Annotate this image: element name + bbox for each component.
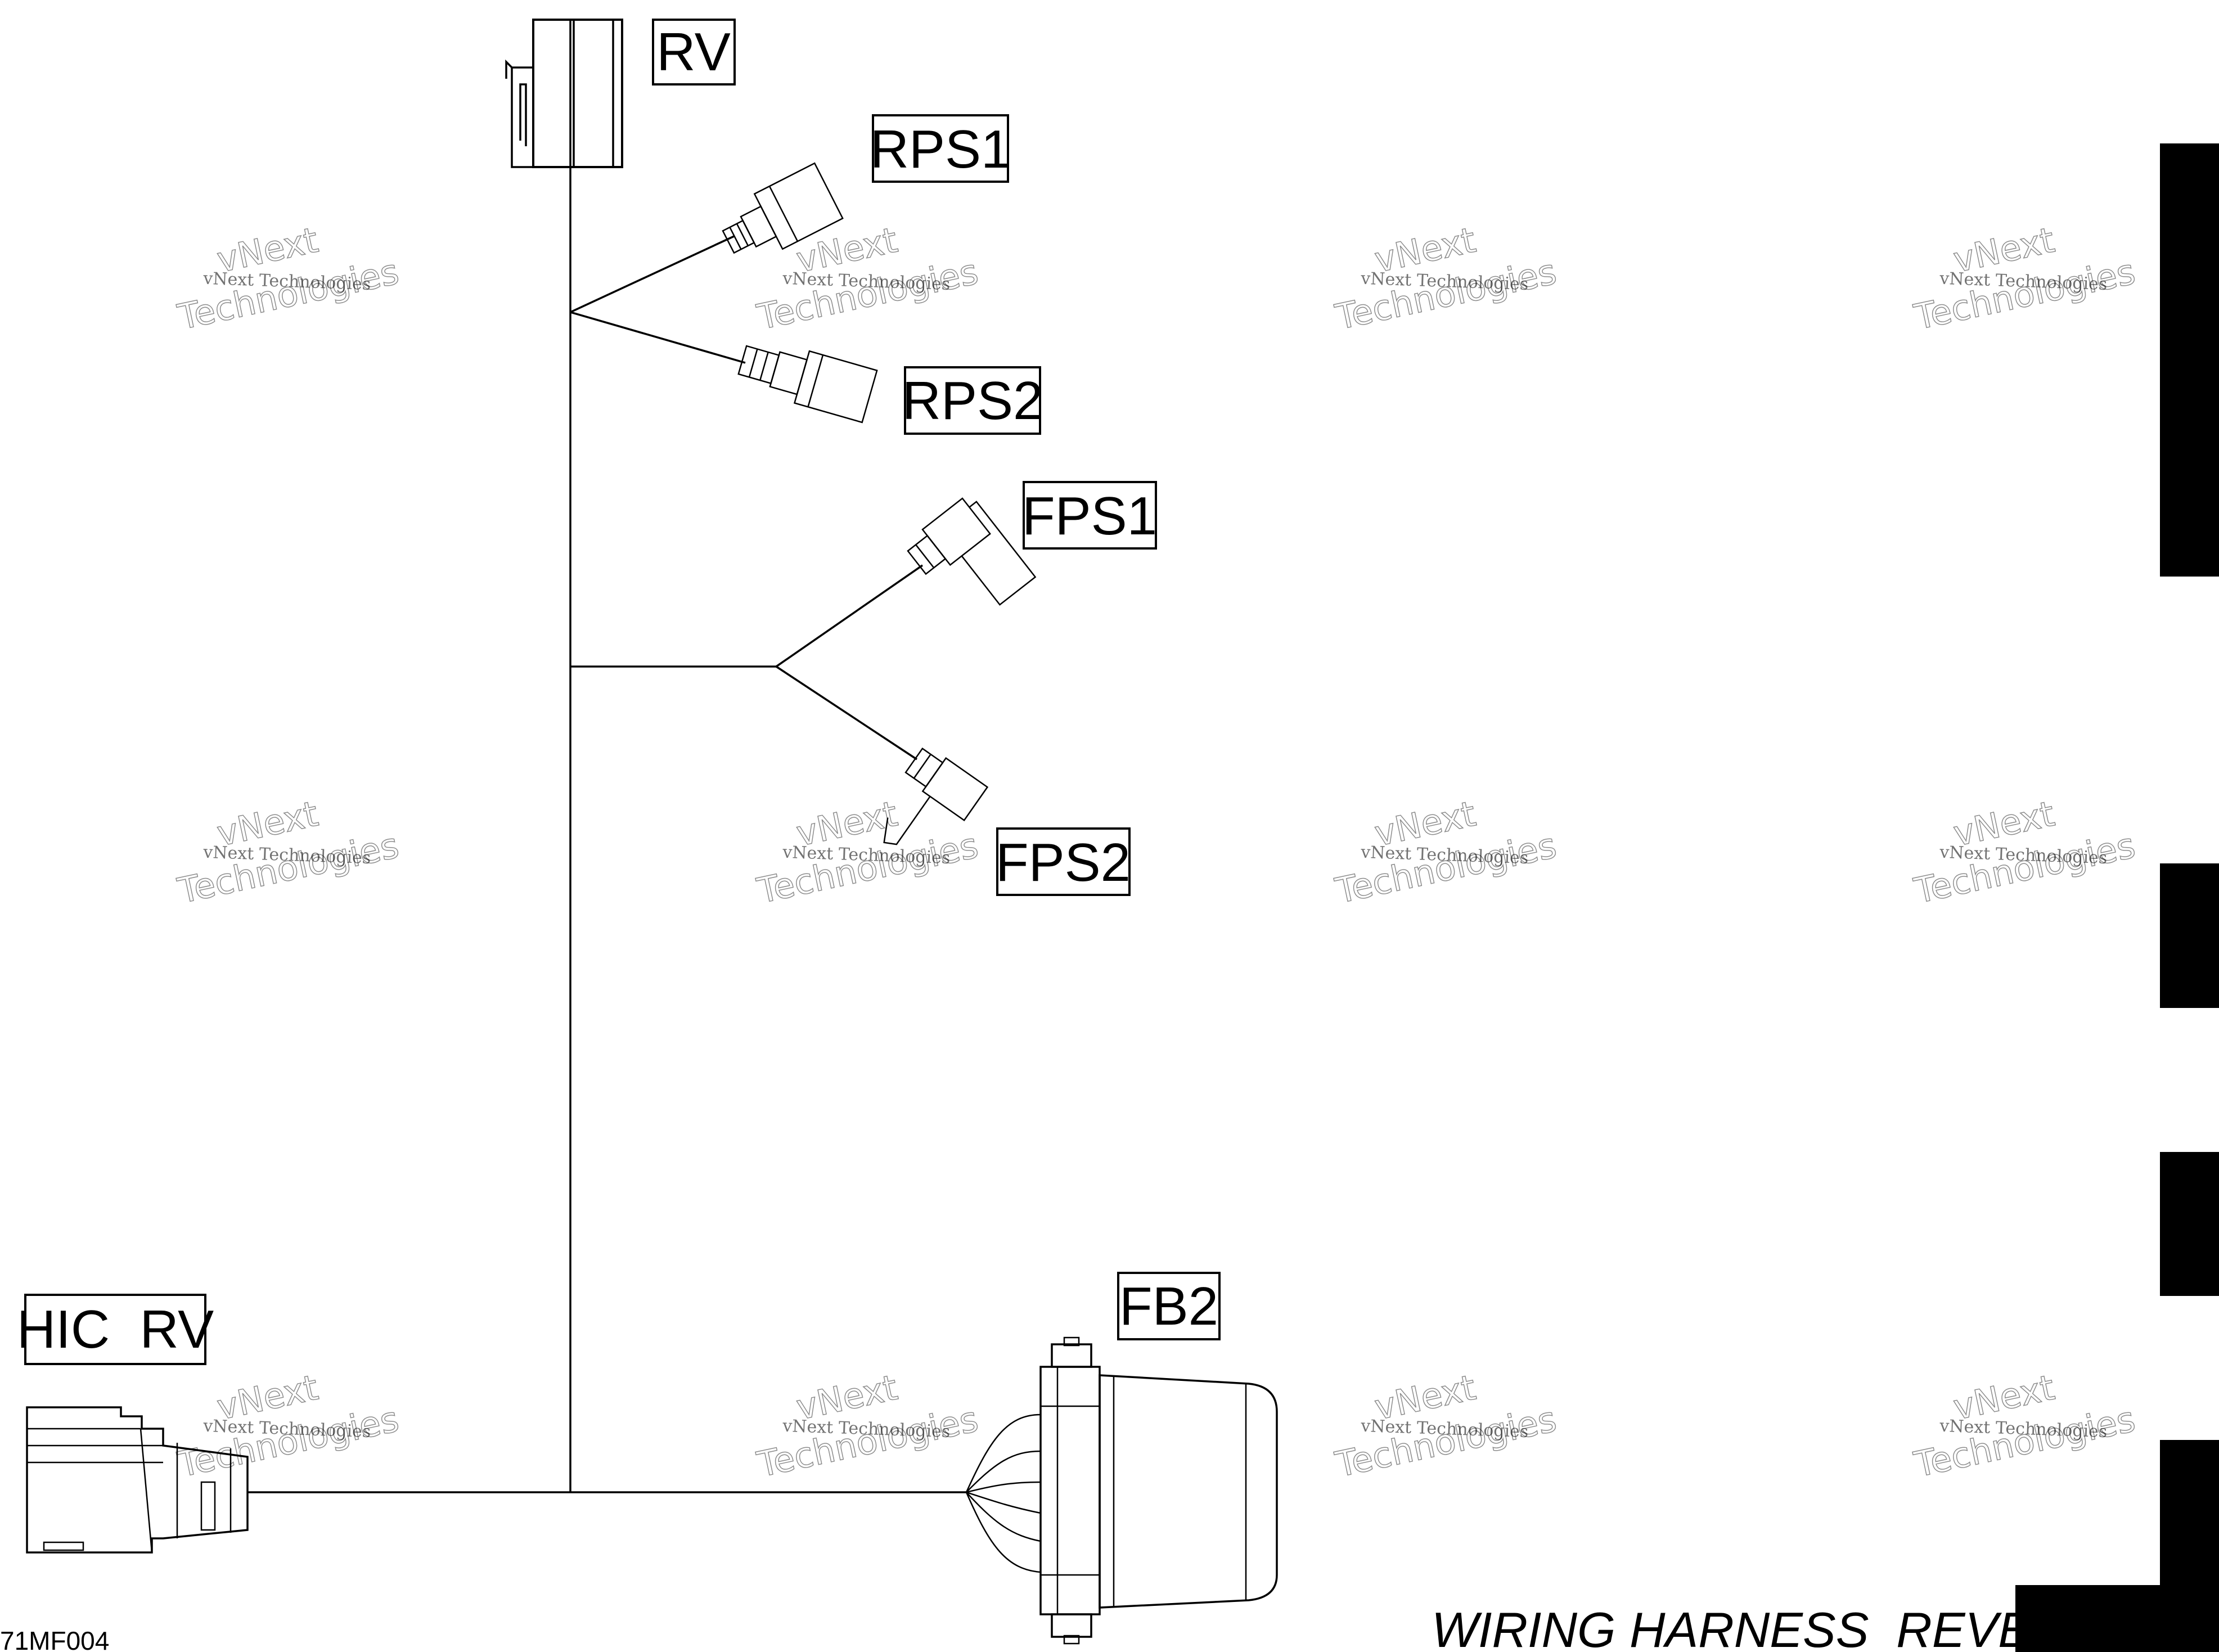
fb2-label: FB2 [1119, 1276, 1218, 1336]
rps1-label-box: RPS1 [870, 114, 1011, 183]
rps2-label-box: RPS2 [902, 366, 1043, 435]
hic-rv-connector [26, 1406, 249, 1554]
fb2-label-box: FB2 [1117, 1272, 1221, 1340]
fps1-label: FPS1 [1022, 486, 1157, 546]
rv-label-box: RV [652, 19, 736, 85]
drawing-code: 71MF004 [0, 1626, 109, 1652]
hic-rv-label: HIC RV [17, 1299, 214, 1360]
rv-label: RV [656, 22, 731, 82]
rps1-label: RPS1 [870, 119, 1011, 179]
fps-branch: FPS1 FPS2 [776, 481, 1157, 896]
rps-branch: RPS1 RPS2 [570, 114, 1043, 435]
fps2-label: FPS2 [996, 832, 1131, 893]
rps1-connector [722, 162, 844, 254]
fps2-label-box: FPS2 [996, 827, 1131, 896]
side-tab-2 [2160, 863, 2219, 1008]
fps2-connector [883, 747, 989, 845]
rv-connector [505, 19, 623, 168]
hic-rv-label-box: HIC RV [17, 1294, 214, 1365]
fb2-connector [965, 1336, 1278, 1645]
rps2-connector [737, 345, 878, 424]
harness-trunk [247, 168, 966, 1493]
side-tabs [2015, 143, 2219, 1652]
corner-block [2015, 1585, 2219, 1652]
side-tab-3 [2160, 1152, 2219, 1296]
side-tab-1 [2160, 143, 2219, 577]
rps2-label: RPS2 [902, 371, 1043, 431]
diagram-title: WIRING HARNESS REVERSE : 5 [1432, 1602, 2219, 1652]
fps1-label-box: FPS1 [1022, 481, 1157, 550]
fps1-connector [907, 497, 1037, 606]
